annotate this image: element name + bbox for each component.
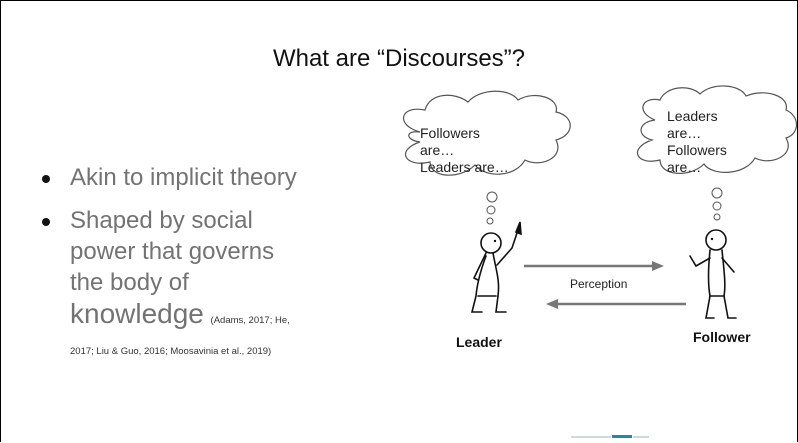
thought-bubble-dot — [486, 191, 498, 203]
citation-text: 2017; Liu & Guo, 2016; Moosavinia et al.… — [70, 346, 272, 357]
bullet-line: Shaped by social — [70, 207, 253, 234]
footer-watermark — [571, 435, 649, 438]
thought-bubble-dot — [711, 187, 723, 199]
bullet-list: Akin to implicit theory Shaped by social… — [40, 162, 400, 374]
bullet-item-implicit-theory: Akin to implicit theory — [40, 162, 400, 193]
leader-thought-line: are… — [420, 142, 454, 158]
follower-figure — [689, 229, 737, 319]
follower-thought-cloud: Leaders are… Followers are… — [636, 85, 798, 175]
follower-thought-line: are… — [667, 125, 701, 141]
bullet-line: the body of — [70, 269, 189, 296]
perception-label: Perception — [570, 277, 627, 291]
slide-title: What are “Discourses”? — [272, 45, 526, 72]
thought-bubble-dot — [712, 201, 722, 211]
leader-thought-line: Leaders are… — [420, 159, 509, 175]
thought-bubble-dot — [713, 213, 721, 221]
thought-bubble-dot — [486, 205, 496, 215]
citation-text: (Adams, 2017; He, — [210, 315, 290, 326]
bullet-line: knowledge — [70, 298, 204, 329]
perception-arrow-left — [546, 299, 686, 309]
bullet-dot-icon — [42, 218, 50, 226]
bullet-line: power that governs — [70, 238, 275, 265]
follower-thought-line: Followers — [667, 142, 727, 158]
follower-thought-line: Leaders — [667, 108, 718, 124]
thought-bubble-dot — [486, 217, 494, 225]
leader-label: Leader — [456, 334, 502, 350]
bullet-dot-icon — [42, 175, 50, 183]
follower-label: Follower — [693, 329, 751, 345]
perception-arrow-right — [524, 261, 664, 271]
leader-figure — [470, 221, 522, 313]
leader-thought-line: Followers — [420, 125, 480, 141]
bullet-text: Akin to implicit theory — [70, 164, 297, 191]
bullet-item-social-power: Shaped by social power that governs the … — [40, 205, 400, 362]
leader-thought-cloud: Followers are… Leaders are… — [402, 90, 571, 176]
follower-thought-line: are… — [667, 159, 701, 175]
